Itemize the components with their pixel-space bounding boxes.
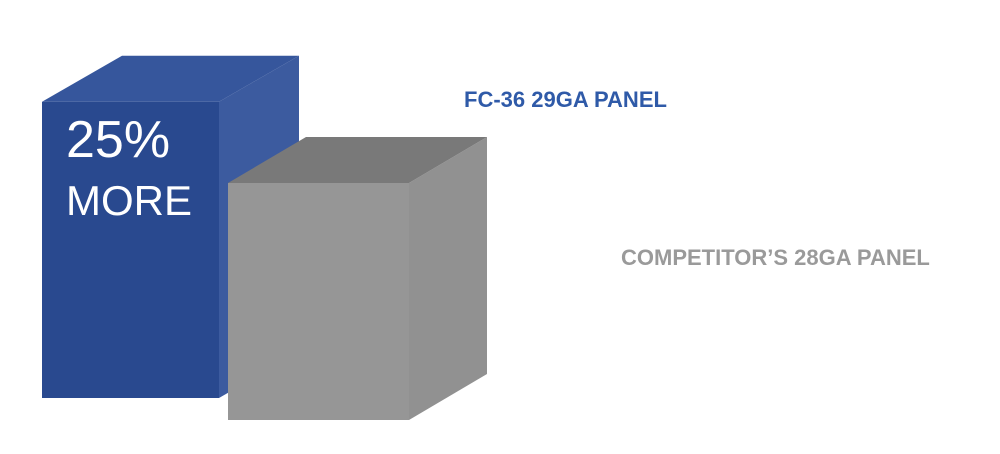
bars-layer <box>42 55 487 420</box>
bar-fc36-front <box>42 101 219 398</box>
category-label-fc36: FC-36 29GA PANEL <box>464 87 667 112</box>
bar-competitor-top <box>228 137 487 183</box>
category-label-competitor: COMPETITOR’S 28GA PANEL <box>621 245 930 270</box>
bar-fc36-top <box>42 55 299 102</box>
callout-more: MORE <box>66 177 192 224</box>
bar-competitor-side <box>409 137 487 420</box>
bar-competitor-front <box>228 183 409 420</box>
callout-percent: 25% <box>66 111 170 169</box>
bar-competitor <box>228 137 487 420</box>
